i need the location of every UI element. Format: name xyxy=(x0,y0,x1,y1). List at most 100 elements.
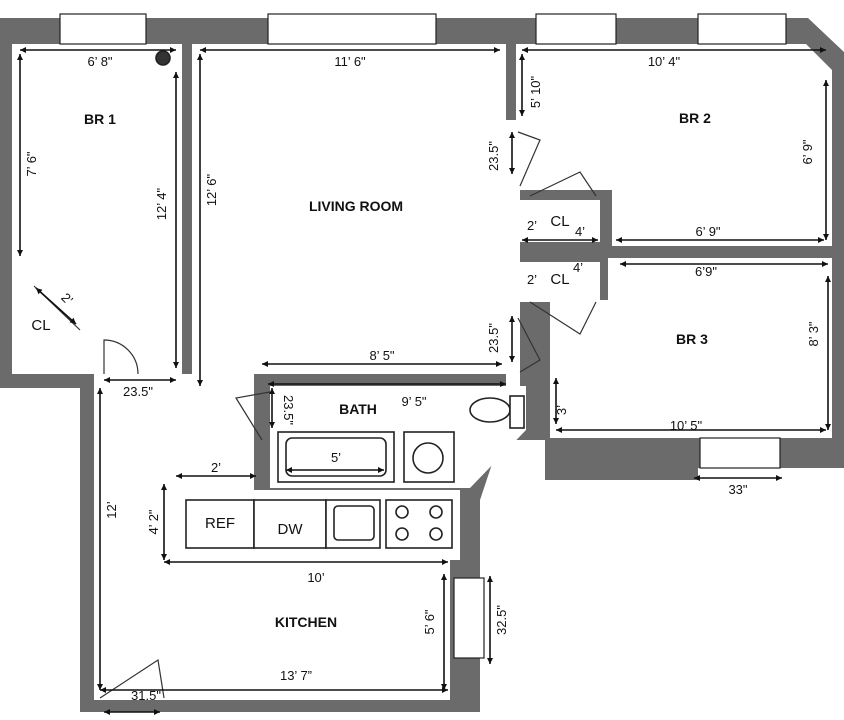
dim-kitchen-width: 10’ xyxy=(307,570,324,585)
dim-cl3-d: 4’ xyxy=(573,260,583,275)
door-bath xyxy=(235,391,271,441)
dimension-arrowhead xyxy=(269,388,275,394)
room-label-kitchen: KITCHEN xyxy=(275,614,337,630)
dimension-arrowhead xyxy=(500,381,506,387)
dim-br3-left: 3’ xyxy=(554,405,569,415)
dim-living-depth: 12’ 6" xyxy=(204,173,219,206)
dim-br2-depth: 6’ 9" xyxy=(800,139,815,164)
door-entry xyxy=(99,658,165,699)
dim-kitchen-bottom: 13’ 7” xyxy=(280,668,312,683)
dimension-arrowhead xyxy=(776,475,782,481)
dimension-arrowhead xyxy=(494,47,500,53)
dimension-arrowhead xyxy=(286,467,292,473)
column-icon xyxy=(155,50,171,66)
dishwasher xyxy=(253,499,327,549)
closet-label-br2: CL xyxy=(550,213,569,230)
dimension-arrowhead xyxy=(262,361,268,367)
dimension-arrowhead xyxy=(509,316,515,322)
dimension-arrowhead xyxy=(519,110,525,116)
br2-floor xyxy=(516,44,832,246)
dimension-arrowhead xyxy=(176,473,182,479)
dimension-arrowhead xyxy=(197,380,203,386)
dimension-arrowhead xyxy=(17,54,23,60)
window-br2-right xyxy=(697,13,787,45)
dim-hall-2: 2’ xyxy=(211,460,221,475)
dimension-arrowhead xyxy=(161,554,167,560)
dim-living-bottom: 8’ 5" xyxy=(369,348,394,363)
corridor-floor xyxy=(506,120,520,386)
dimension-arrowhead xyxy=(97,684,103,690)
living-room-floor xyxy=(192,44,506,374)
burner-icon xyxy=(395,527,409,541)
closet-label-br3: CL xyxy=(550,271,569,288)
dim-br3-window: 33" xyxy=(728,482,747,497)
dimension-arrowhead xyxy=(97,388,103,394)
dimension-arrowhead xyxy=(104,709,110,715)
dim-bath-door: 23.5" xyxy=(281,395,296,425)
dimension-arrowhead xyxy=(823,234,829,240)
room-label-living: LIVING ROOM xyxy=(309,198,403,214)
dimension-arrowhead xyxy=(553,418,559,424)
dimension-arrowhead xyxy=(509,356,515,362)
dimension-arrowhead xyxy=(170,47,176,53)
hall-floor xyxy=(94,374,254,490)
dimension-arrowhead xyxy=(154,709,160,715)
kitchen-floor xyxy=(94,560,450,700)
washer-drum-icon xyxy=(412,442,444,474)
dimension-arrowhead xyxy=(20,47,26,53)
dim-living-width: 11’ 6" xyxy=(334,54,366,69)
dim-br3-depth: 8’ 3" xyxy=(806,321,821,346)
door-br3 xyxy=(517,317,541,373)
dimension-arrowhead xyxy=(818,237,824,243)
window-kitchen xyxy=(453,577,485,659)
dimension-arrowhead xyxy=(442,687,448,693)
window-br3 xyxy=(699,437,781,469)
dimension-line xyxy=(35,287,77,325)
dimension-arrowhead xyxy=(200,47,206,53)
dimension-arrowhead xyxy=(442,559,448,565)
dimension-arrowhead xyxy=(441,684,447,690)
room-label-bath: BATH xyxy=(339,401,377,417)
dim-kitchen-counter: 4’ 2" xyxy=(146,509,161,534)
ref-label: REF xyxy=(205,515,235,532)
dim-kitchen-window: 32.5" xyxy=(494,605,509,635)
dimension-arrowhead xyxy=(825,424,831,430)
dimension-arrowhead xyxy=(161,484,167,490)
dim-kitchen-side: 5’ 6" xyxy=(422,609,437,634)
refrigerator xyxy=(185,499,255,549)
dim-cl2-w: 2’ xyxy=(527,218,537,233)
dimension-arrowhead xyxy=(556,427,562,433)
windows xyxy=(59,13,787,659)
door-br3-closet xyxy=(529,301,597,335)
dimension-arrowhead xyxy=(592,237,598,243)
burner-icon xyxy=(429,505,443,519)
dim-br1-width: 6’ 8" xyxy=(87,54,112,69)
dimension-arrowhead xyxy=(441,574,447,580)
dimension-arrowhead xyxy=(250,473,256,479)
dim-hall-depth: 12’ xyxy=(104,501,119,518)
toilet-tank xyxy=(509,395,525,429)
stove xyxy=(385,499,453,549)
dimension-arrowhead xyxy=(620,261,626,267)
dimension-arrowhead xyxy=(519,54,525,60)
burner-icon xyxy=(429,527,443,541)
dimension-arrowhead xyxy=(522,47,528,53)
dimension-arrowhead xyxy=(522,237,528,243)
dim-bath-width: 9’ 5" xyxy=(401,394,426,409)
dimension-arrowhead xyxy=(616,237,622,243)
burner-icon xyxy=(395,505,409,519)
dim-br2-width: 10’ 4" xyxy=(648,54,681,69)
toilet-icon xyxy=(469,397,511,423)
dimension-arrowhead xyxy=(487,658,493,664)
window-br2-left xyxy=(535,13,617,45)
dim-br3-bottom: 10’ 5" xyxy=(670,418,703,433)
br3-main-floor xyxy=(550,300,832,438)
dimension-arrowhead xyxy=(822,261,828,267)
dimension-arrowhead xyxy=(487,576,493,582)
dimension-arrowhead xyxy=(17,250,23,256)
dim-br1-left-depth: 7’ 6" xyxy=(24,151,39,176)
bathtub-inner xyxy=(285,437,387,477)
br1-closet-floor xyxy=(12,268,84,374)
dim-tub: 5’ xyxy=(331,450,341,465)
dim-br2-bottom: 6’ 9" xyxy=(695,224,720,239)
